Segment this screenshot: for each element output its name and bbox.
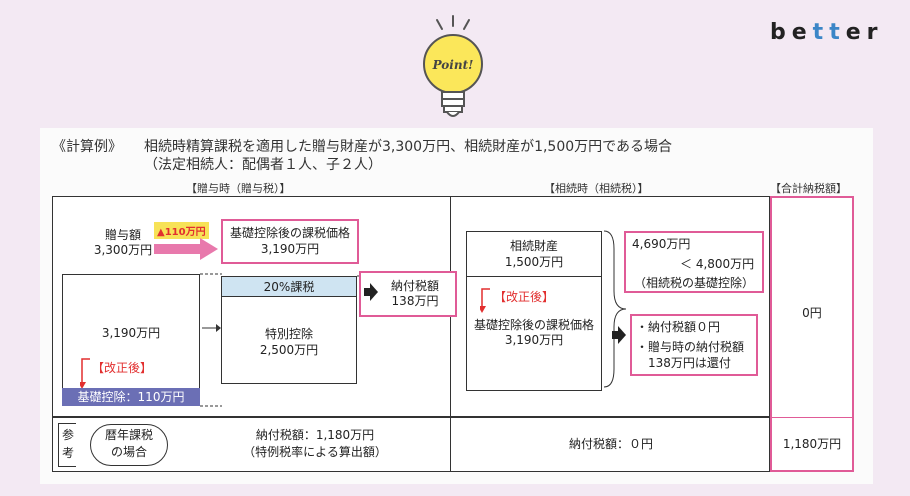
reference-gift-tax-note: （特例税率による算出額）	[243, 445, 387, 459]
point-badge: Point!	[432, 58, 474, 72]
revision-arrow-icon	[480, 288, 490, 313]
connector-lines	[200, 273, 222, 407]
brand-logo-highlight: tt	[812, 20, 846, 45]
gift-amount-label: 贈与額	[104, 228, 141, 242]
paid-tax-value: 138万円	[391, 294, 439, 308]
revision-label: 【改正後】	[92, 361, 153, 375]
revision-arrow-icon	[80, 358, 90, 389]
result-line-2: ・贈与時の納付税額	[636, 340, 745, 354]
reference-bracket	[58, 423, 76, 467]
calendar-taxation-pill	[90, 424, 168, 466]
example-subheading: （法定相続人：配偶者１人、子２人）	[144, 157, 382, 173]
result-line-3: 138万円は還付	[648, 356, 731, 370]
example-label: 《計算例》	[52, 139, 122, 155]
comparison-threshold: ＜ 4,800万円	[680, 257, 755, 271]
column-header-gift: 【贈与時（贈与税）】	[186, 182, 291, 195]
comparison-note: （相続税の基礎控除）	[633, 276, 754, 290]
inherit-taxable-value: 3,190万円	[504, 333, 564, 347]
deduction-tag: ▲110万円	[154, 222, 209, 239]
result-line-1: ・納付税額０円	[636, 320, 721, 334]
total-column	[770, 196, 854, 472]
taxable-value-box	[221, 219, 359, 264]
total-divider	[772, 417, 852, 418]
column-header-total: 【合計納税額】	[770, 182, 847, 195]
calendar-taxation-sublabel: の場合	[110, 445, 147, 459]
comparison-box	[624, 231, 764, 293]
reference-label-1: 参	[61, 428, 74, 442]
gift-value-amount: 3,190万円	[101, 326, 161, 340]
brand-logo-text-end: er	[845, 20, 884, 45]
total-value: 0円	[802, 306, 822, 320]
reference-divider	[450, 417, 451, 472]
estate-value: 1,500万円	[504, 255, 564, 269]
arrow-right-icon	[154, 238, 218, 260]
column-header-inherit: 【相続時（相続税）】	[544, 182, 649, 195]
reference-row	[52, 417, 770, 472]
taxable-value-amount: 3,190万円	[260, 242, 320, 256]
comparison-value: 4,690万円	[632, 237, 691, 251]
tax-rate-band: 20%課税	[222, 277, 356, 297]
reference-inherit-tax: 納付税額：０円	[568, 437, 653, 451]
basic-deduction-bar: 基礎控除：110万円	[62, 388, 200, 406]
calendar-taxation-label: 暦年課税	[104, 428, 153, 442]
estate-title: 相続財産	[509, 239, 558, 253]
gift-amount-value: 3,300万円	[93, 243, 153, 257]
arrow-right-icon	[612, 326, 626, 344]
gift-value-box	[62, 274, 200, 406]
inherit-taxable-title: 基礎控除後の課税価格	[473, 318, 594, 332]
inheritance-box	[466, 231, 602, 391]
revision-label: 【改正後】	[494, 290, 555, 304]
reference-label-2: 考	[61, 446, 74, 460]
result-box	[630, 314, 758, 376]
brand-logo-text: be	[770, 20, 813, 45]
brand-logo: better	[770, 20, 884, 45]
paid-tax-box	[359, 271, 457, 317]
special-deduction-value: 2,500万円	[259, 343, 319, 357]
reference-total: 1,180万円	[782, 437, 842, 451]
arrow-right-icon	[364, 283, 378, 301]
special-deduction-title: 特別控除	[264, 327, 313, 341]
paid-tax-title: 納付税額	[390, 279, 439, 293]
taxable-value-title: 基礎控除後の課税価格	[229, 226, 350, 240]
lightbulb-icon: Point!	[423, 15, 483, 117]
reference-gift-tax: 納付税額：1,180万円	[255, 428, 375, 442]
brace-icon	[603, 230, 627, 388]
example-heading: 相続時精算課税を適用した贈与財産が3,300万円、相続財産が1,500万円である…	[144, 139, 673, 155]
inheritance-box-divider	[466, 276, 602, 277]
